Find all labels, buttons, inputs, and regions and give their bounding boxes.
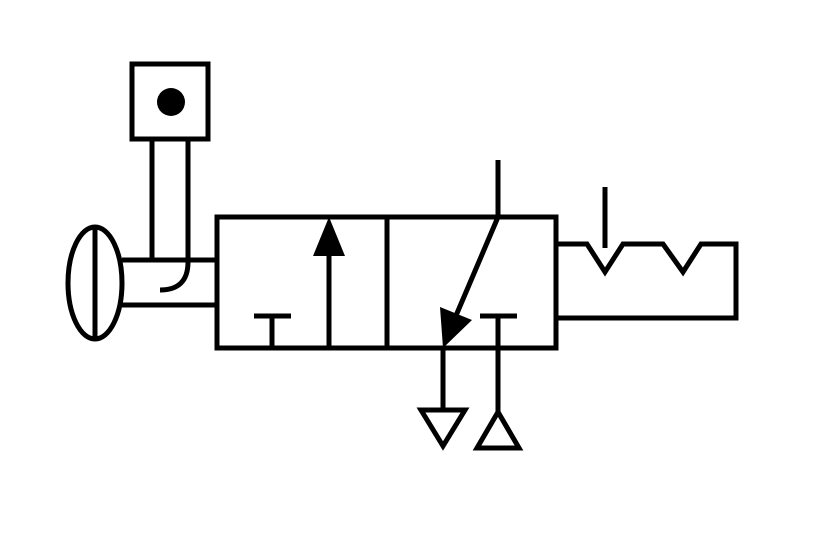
- exhaust-port: [416, 348, 470, 451]
- flow-arrow-up-head: [313, 217, 345, 256]
- pilot-push-button: [129, 61, 211, 293]
- push-button-box: [129, 61, 211, 142]
- detent-housing: [556, 241, 739, 321]
- exhaust-triangle: [416, 407, 470, 451]
- valve-body: [214, 160, 559, 351]
- left-position-symbols: [254, 217, 345, 348]
- flow-arrow-diag-shaft: [449, 216, 501, 326]
- push-button-dot: [157, 88, 185, 116]
- valve-position-right: [384, 214, 559, 351]
- pilot-line-right: [159, 139, 191, 293]
- valve-position-left: [214, 214, 390, 351]
- manual-lever-actuator: [65, 224, 217, 342]
- pressure-supply-port: [472, 348, 524, 451]
- right-position-symbols: [440, 160, 517, 348]
- flow-arrow-diag-head: [440, 307, 472, 348]
- detent-mechanism: [556, 187, 739, 321]
- supply-triangle: [472, 407, 524, 451]
